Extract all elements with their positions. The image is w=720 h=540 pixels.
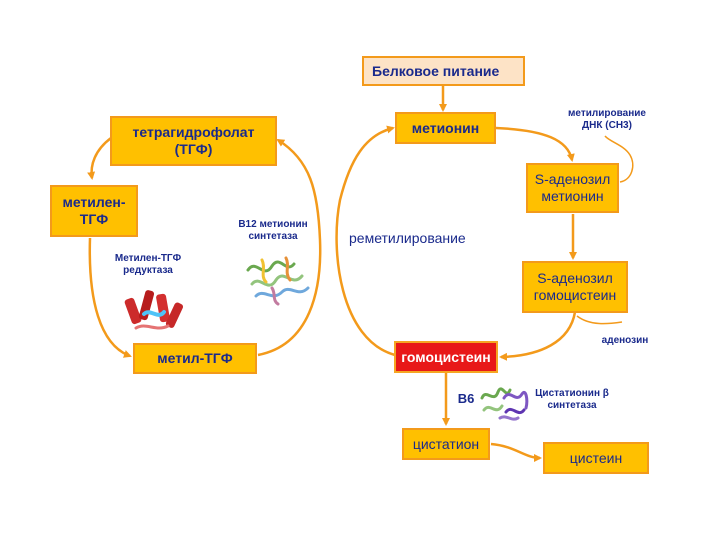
- methyl-thf-box: метил-ТГФ: [133, 343, 257, 374]
- b12-line1: В12 метионин: [238, 219, 308, 230]
- cysteine-box: цистеин: [543, 442, 649, 474]
- protein-nutrition-box: Белковое питание: [362, 56, 525, 86]
- cbs-line1: Цистатионин β: [535, 388, 609, 399]
- adenosine-label: аденозин: [601, 335, 649, 346]
- methylene-thf-label-line2: ТГФ: [79, 211, 109, 227]
- dna-methylation-line1: метилирование: [568, 108, 646, 119]
- arrow-methionine-to-sam: [495, 126, 575, 162]
- arrow-remethylation: [335, 125, 396, 357]
- b12-synthase-label: В12 метионин синтетаза: [232, 219, 314, 243]
- s-adenosyl-homocysteine-box: S-аденозил гомоцистеин: [522, 261, 628, 313]
- thf-label-line1: тетрагидрофолат: [132, 124, 255, 140]
- mthfr-line2: редуктаза: [123, 265, 173, 276]
- mthfr-structure-icon: [124, 290, 184, 330]
- b6-label: В6: [457, 391, 475, 406]
- cbs-label: Цистатионин β синтетаза: [530, 388, 614, 412]
- remethylation-label: реметилирование: [349, 230, 466, 246]
- methylene-thf-box: метилен- ТГФ: [50, 185, 138, 237]
- arrow-sah-to-homocysteine: [499, 311, 577, 361]
- cystathionine-label: цистатион: [412, 435, 480, 452]
- cbs-line2: синтетаза: [547, 400, 597, 411]
- homocysteine-box: гомоцистеин: [394, 341, 498, 373]
- thf-label-line2: (ТГФ): [174, 141, 213, 157]
- sam-label-line2: метионин: [541, 188, 604, 204]
- cystathionine-beta-synthase-structure-icon: [480, 387, 529, 421]
- cysteine-label: цистеин: [569, 449, 623, 466]
- b12-line2: синтетаза: [248, 231, 298, 242]
- methyl-thf-label: метил-ТГФ: [157, 350, 233, 366]
- arrow-thf-to-methylene: [87, 137, 112, 180]
- sah-label-line2: гомоцистеин: [533, 287, 617, 303]
- cystathionine-box: цистатион: [402, 428, 490, 460]
- sah-label-line1: S-аденозил: [537, 270, 613, 286]
- methylene-thf-label-line1: метилен-: [62, 194, 126, 210]
- mthfr-line1: Метилен-ТГФ: [114, 253, 182, 264]
- arrow-methylthf-to-thf: [257, 138, 322, 357]
- arrow-methylene-to-methylthf: [88, 237, 132, 358]
- dna-methylation-label: метилирование ДНК (СН3): [560, 108, 654, 132]
- b12-methionine-synthase-structure-icon: [246, 256, 310, 306]
- methionine-box: метионин: [395, 112, 496, 144]
- mthfr-label: Метилен-ТГФ редуктаза: [108, 253, 188, 277]
- methionine-label: метионин: [411, 119, 480, 136]
- s-adenosyl-methionine-box: S-аденозил метионин: [526, 163, 619, 213]
- arrow-dna-methylation: [604, 135, 634, 183]
- protein-nutrition-label: Белковое питание: [372, 62, 500, 79]
- arrow-cystathionine-to-cysteine: [490, 442, 542, 462]
- homocysteine-label: гомоцистеин: [401, 348, 491, 365]
- dna-methylation-line2: ДНК (СН3): [582, 120, 632, 131]
- sam-label-line1: S-аденозил: [534, 171, 611, 187]
- arrow-adenosine: [576, 315, 623, 325]
- tetrahydrofolate-box: тетрагидрофолат (ТГФ): [110, 116, 277, 166]
